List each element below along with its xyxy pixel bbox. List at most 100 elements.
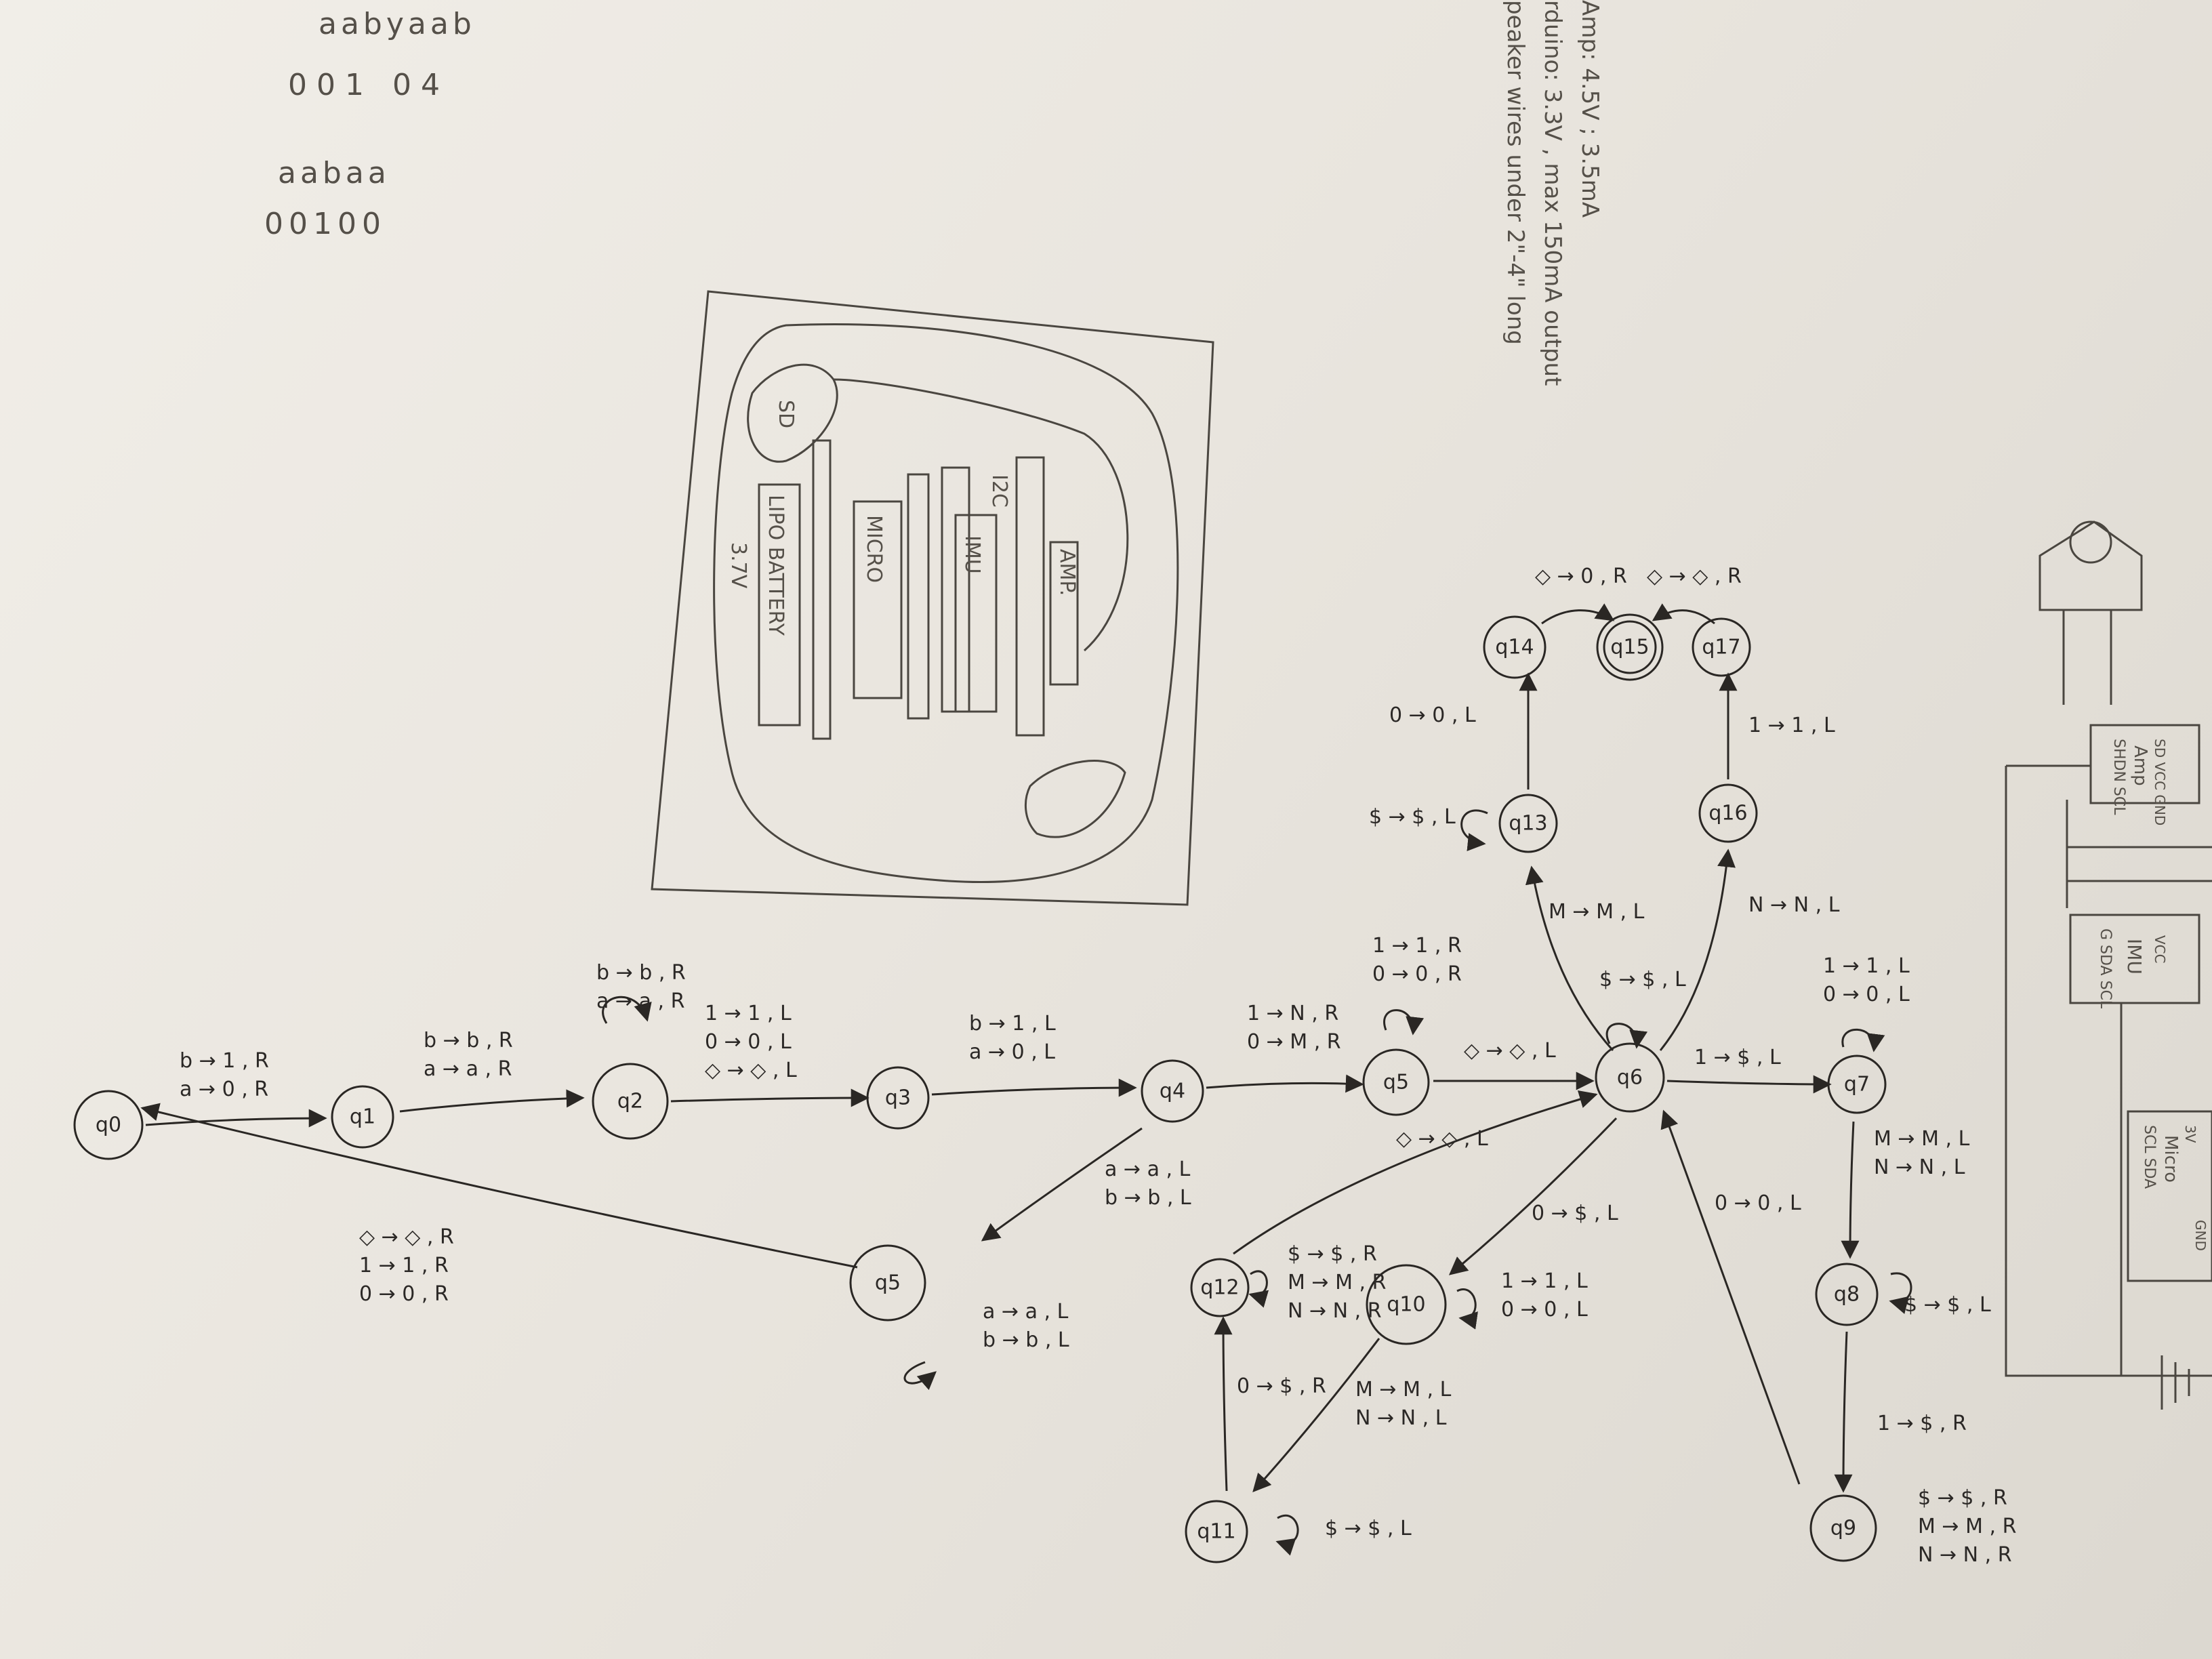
state-q11: q11 xyxy=(1186,1501,1247,1562)
state-q9: q9 xyxy=(1811,1496,1876,1561)
transition-label-q5a-loop: 1 → 1 , R xyxy=(1372,934,1462,958)
edge-q3-q4 xyxy=(932,1088,1135,1094)
transition-label-q5b-q0: ◇ → ◇ , R xyxy=(359,1225,454,1249)
spec-notes: Amp: 4.5V ; 3.5mA rduino: 3.3V , max 150… xyxy=(1502,0,1603,386)
state-label: q0 xyxy=(96,1113,121,1137)
state-q1: q1 xyxy=(332,1086,393,1147)
loop-q5b xyxy=(905,1362,935,1383)
loop-q11 xyxy=(1277,1515,1298,1543)
transition-label-q9-loop: $ → $ , R xyxy=(1918,1486,2007,1510)
edge-q4-q5b xyxy=(983,1128,1142,1240)
note-speaker: peaker wires under 2"-4" long xyxy=(1502,0,1529,345)
edge-q2-q3 xyxy=(671,1098,867,1101)
state-q5b: q5 xyxy=(851,1246,925,1320)
state-q2: q2 xyxy=(593,1064,668,1139)
state-label: q10 xyxy=(1387,1293,1425,1317)
transition-label-q8-loop: $ → $ , L xyxy=(1904,1293,1991,1317)
transition-label-q12-loop: N → N , R xyxy=(1288,1299,1382,1323)
transition-label-q4-q5b: a → a , L xyxy=(1105,1158,1191,1181)
edge-q6-q16 xyxy=(1660,851,1728,1050)
state-label: q3 xyxy=(885,1086,911,1110)
transition-label-q5b-q0: 0 → 0 , R xyxy=(359,1282,449,1306)
state-label: q12 xyxy=(1200,1276,1239,1300)
speaker-icon xyxy=(2070,522,2111,562)
state-q17: q17 xyxy=(1693,619,1750,676)
svg-text:SHDN SCL: SHDN SCL xyxy=(2110,739,2127,815)
state-label: q11 xyxy=(1197,1520,1235,1544)
transition-label-q4-q5b: b → b , L xyxy=(1105,1186,1191,1210)
state-label: q15 xyxy=(1610,636,1649,659)
note-bits-2: 00100 xyxy=(264,207,386,241)
state-q4: q4 xyxy=(1142,1061,1203,1122)
transition-label-q7-q8: N → N , L xyxy=(1874,1155,1965,1179)
transition-label-q9-loop: N → N , R xyxy=(1918,1543,2012,1567)
transition-label-q3-q4: a → 0 , L xyxy=(969,1040,1055,1064)
transition-edges xyxy=(142,611,1911,1544)
edge-q6-q7 xyxy=(1667,1081,1830,1084)
transition-label-q10-loop: 0 → 0 , L xyxy=(1501,1298,1588,1322)
transition-label-q12-loop: $ → $ , R xyxy=(1288,1242,1377,1266)
state-label: q17 xyxy=(1702,636,1740,659)
state-q15: q15 xyxy=(1597,615,1662,680)
state-label: q14 xyxy=(1495,636,1534,659)
sketch-amp-label: AMP. xyxy=(1055,549,1079,596)
circuit-micro-label: Micro xyxy=(2160,1135,2181,1183)
transition-label-q7-loop: 1 → 1 , L xyxy=(1823,954,1910,978)
speaker-blob xyxy=(1025,761,1125,838)
state-q3: q3 xyxy=(867,1067,928,1128)
transition-label-q7-q8: M → M , L xyxy=(1874,1127,1970,1151)
sketch-imu-label: IMU xyxy=(960,535,984,574)
transition-label-q13-loop: $ → $ , L xyxy=(1369,805,1456,829)
transition-labels: b → 1 , Ra → 0 , Rb → b , Ra → a , Rb → … xyxy=(180,565,2016,1567)
transition-label-q5b-q0: 1 → 1 , R xyxy=(359,1254,449,1277)
transition-label-q0-q1: b → 1 , R xyxy=(180,1049,269,1073)
edge-q4-q5a xyxy=(1206,1083,1362,1088)
sketch-micro-label: MICRO xyxy=(862,515,886,583)
state-label: q6 xyxy=(1617,1066,1643,1090)
svg-text:SCL SDA: SCL SDA xyxy=(2141,1125,2158,1189)
transition-label-q6-q7: 1 → $ , L xyxy=(1694,1046,1781,1069)
transition-label-q12-loop: M → M , R xyxy=(1288,1271,1386,1294)
transition-label-q10-loop: 1 → 1 , L xyxy=(1501,1269,1588,1293)
state-q0: q0 xyxy=(75,1091,142,1159)
edge-q0-q1 xyxy=(146,1118,325,1125)
state-q8: q8 xyxy=(1816,1264,1877,1325)
state-label: q1 xyxy=(350,1105,375,1129)
note-arduino: rduino: 3.3V , max 150mA output xyxy=(1539,0,1566,386)
edge-q5b-q0 xyxy=(142,1108,857,1267)
transition-label-q5b-loop: b → b , L xyxy=(983,1328,1069,1352)
state-nodes: q0 q1 q2 q3 q4 q5 q5 q6 q7 q8 q9 q10 q11 q12 q13 q14 q15… xyxy=(75,615,1885,1562)
state-label: q16 xyxy=(1708,802,1747,825)
transition-label-q5a-loop: 0 → 0 , R xyxy=(1372,962,1462,986)
note-amp: Amp: 4.5V ; 3.5mA xyxy=(1576,0,1603,218)
transition-label-q2-loop: a → a , R xyxy=(596,989,684,1013)
edge-q6-q13 xyxy=(1532,867,1613,1050)
loop-q5a xyxy=(1385,1010,1414,1033)
state-q16: q16 xyxy=(1700,785,1757,842)
state-label: q7 xyxy=(1844,1073,1870,1097)
state-q6: q6 xyxy=(1596,1044,1664,1111)
state-q13: q13 xyxy=(1500,795,1557,852)
state-label: q5 xyxy=(1383,1071,1409,1094)
circuit-imu-label: IMU xyxy=(2123,939,2146,975)
svg-text:VCC: VCC xyxy=(2152,935,2168,964)
transition-label-q11-loop: $ → $ , L xyxy=(1325,1517,1412,1540)
transition-label-q5b-loop: a → a , L xyxy=(983,1300,1069,1324)
transition-label-q5a-q6: ◇ → ◇ , L xyxy=(1464,1039,1556,1063)
transition-label-q6-q16: N → N , L xyxy=(1748,893,1840,917)
transition-label-q13-q14: 0 → 0 , L xyxy=(1389,703,1476,727)
edge-q1-q2 xyxy=(400,1098,583,1111)
state-q14: q14 xyxy=(1484,617,1545,678)
transition-label-q9-q6: 0 → 0 , L xyxy=(1715,1191,1801,1215)
note-string-1: aabyaab xyxy=(319,7,476,41)
edge-q11-q12 xyxy=(1223,1318,1227,1491)
transition-label-q17-q15: ◇ → ◇ , R xyxy=(1647,565,1742,588)
transition-label-q2-loop: b → b , R xyxy=(596,961,686,985)
loop-q12 xyxy=(1250,1271,1267,1295)
transition-label-q4-q5a: 1 → N , R xyxy=(1247,1002,1338,1025)
transition-label-q2-q3: ◇ → ◇ , L xyxy=(705,1059,797,1082)
loop-q10 xyxy=(1457,1290,1475,1319)
state-label: q13 xyxy=(1509,812,1547,836)
transition-label-q4-q5a: 0 → M , R xyxy=(1247,1030,1341,1054)
